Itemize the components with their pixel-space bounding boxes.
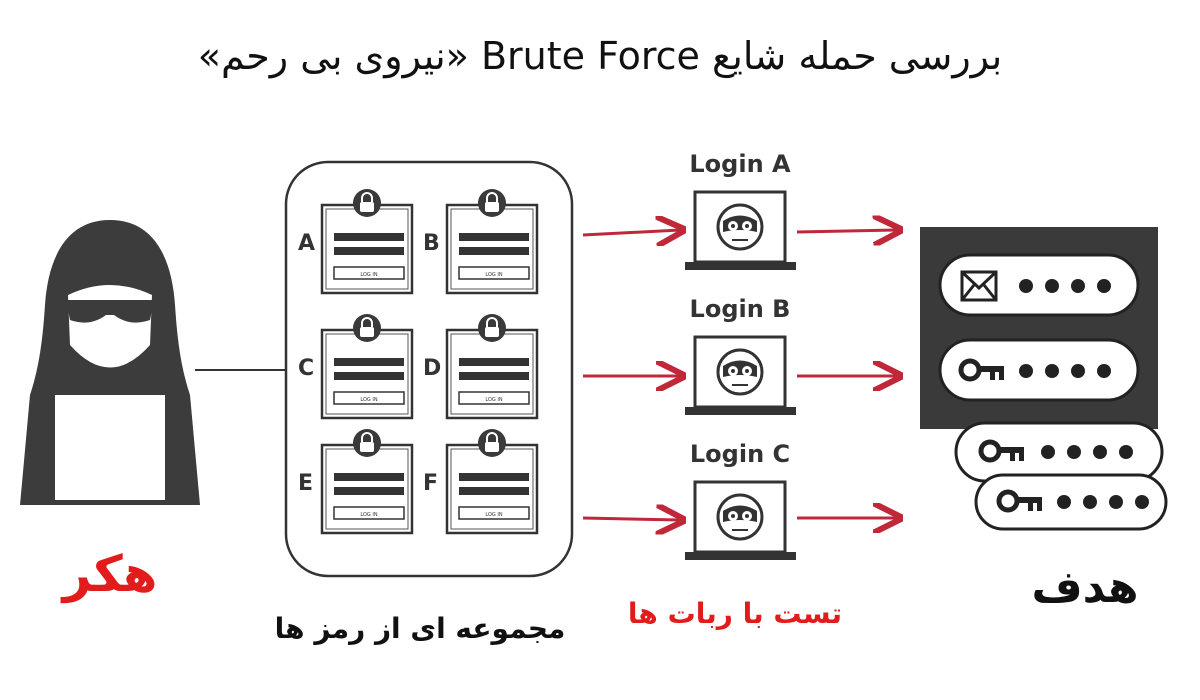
login-button-text: LOG IN bbox=[360, 397, 377, 403]
login-card: LOG IN bbox=[320, 314, 414, 420]
lock-icon bbox=[478, 189, 506, 217]
card-letter: A bbox=[298, 231, 316, 256]
robot-face-icon bbox=[716, 203, 764, 251]
login-button-text: LOG IN bbox=[485, 272, 502, 278]
target-label: هدف bbox=[1031, 562, 1139, 613]
hacker-icon bbox=[20, 220, 200, 505]
password-set-label: مجموعه ای از رمز ها bbox=[274, 612, 566, 645]
login-title: Login C bbox=[689, 440, 791, 468]
card-letter: B bbox=[423, 231, 440, 256]
arrow-a-in bbox=[582, 230, 680, 235]
arrow-c-in bbox=[582, 518, 680, 520]
lock-icon bbox=[478, 429, 506, 457]
bot-testing-label: تست با ربات ها bbox=[627, 597, 843, 630]
envelope-icon bbox=[960, 270, 998, 302]
laptop-robot bbox=[685, 480, 796, 560]
lock-icon bbox=[353, 429, 381, 457]
login-card: LOG IN bbox=[320, 429, 414, 535]
page-title: بررسی حمله شایع Brute Force «نیروی بی رح… bbox=[197, 34, 1003, 78]
key-icon bbox=[978, 439, 1024, 463]
lock-icon bbox=[353, 189, 381, 217]
login-card: LOG IN bbox=[445, 189, 539, 295]
login-button-text: LOG IN bbox=[485, 397, 502, 403]
login-card: LOG IN bbox=[445, 314, 539, 420]
login-button-text: LOG IN bbox=[360, 512, 377, 518]
card-letter: E bbox=[298, 471, 314, 496]
arrows bbox=[582, 200, 915, 540]
robot-face-icon bbox=[716, 493, 764, 541]
key-icon bbox=[958, 358, 1004, 382]
target-server bbox=[920, 227, 1168, 531]
card-letter: F bbox=[423, 471, 439, 496]
robot-face-icon bbox=[716, 348, 764, 396]
card-letter: D bbox=[423, 356, 442, 381]
hacker-label: هکر bbox=[62, 545, 158, 603]
laptop-robot bbox=[685, 190, 796, 270]
login-card: LOG IN bbox=[320, 189, 414, 295]
lock-icon bbox=[353, 314, 381, 342]
login-card: LOG IN bbox=[445, 429, 539, 535]
arrow-a-out bbox=[796, 230, 897, 232]
lock-icon bbox=[478, 314, 506, 342]
key-icon bbox=[996, 489, 1042, 513]
login-title: Login A bbox=[689, 150, 791, 178]
login-button-text: LOG IN bbox=[485, 512, 502, 518]
connector-line bbox=[195, 369, 290, 371]
card-letter: C bbox=[298, 356, 315, 381]
login-title: Login B bbox=[689, 295, 791, 323]
login-button-text: LOG IN bbox=[360, 272, 377, 278]
laptop-robot bbox=[685, 335, 796, 415]
